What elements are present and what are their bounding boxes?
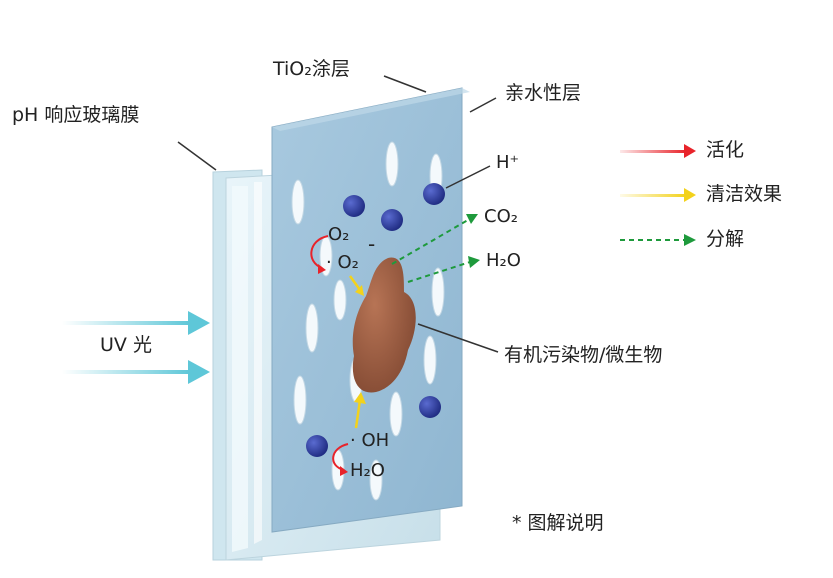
pollutant-blob bbox=[352, 257, 416, 393]
legend-cleaning-effect: 清洁效果 bbox=[706, 183, 783, 205]
h-plus-particles bbox=[306, 183, 445, 457]
legend-green-arrow bbox=[620, 234, 696, 246]
decomposition-arrows bbox=[391, 219, 471, 283]
decomposition-arrowhead-co2 bbox=[466, 214, 478, 224]
legend-activation: 活化 bbox=[706, 139, 745, 161]
legend-red-arrow bbox=[620, 144, 696, 158]
tio2-coating-label: TiO₂涂层 bbox=[273, 58, 350, 80]
organic-pollutant-label: 有机污染物/微生物 bbox=[504, 344, 663, 366]
activation-arcs bbox=[310, 235, 349, 476]
hydrophilic-layer-label: 亲水性层 bbox=[505, 82, 582, 104]
o2-label: O₂ bbox=[328, 224, 350, 245]
cleaning-arrows bbox=[348, 275, 366, 429]
legend-yellow-arrow bbox=[620, 188, 696, 202]
h-plus-label: H⁺ bbox=[496, 152, 520, 173]
legend-decomposition: 分解 bbox=[706, 228, 745, 250]
superoxide-charge: - bbox=[368, 232, 376, 256]
ph-glass-membrane-label: pH 响应玻璃膜 bbox=[12, 104, 140, 126]
leader-lines bbox=[177, 75, 499, 353]
h2o-bottom-label: H₂O bbox=[350, 460, 385, 481]
h2o-top-label: H₂O bbox=[486, 250, 521, 271]
hydroxyl-label: · OH bbox=[350, 430, 390, 451]
superoxide-label: · O₂ bbox=[326, 252, 359, 273]
uv-arrows bbox=[62, 311, 210, 384]
plate-holes bbox=[291, 141, 445, 501]
decomposition-arrowhead-h2o bbox=[468, 256, 480, 268]
diagram-note: * 图解说明 bbox=[512, 512, 604, 534]
uv-light-label: UV 光 bbox=[100, 334, 152, 356]
co2-label: CO₂ bbox=[484, 206, 518, 227]
